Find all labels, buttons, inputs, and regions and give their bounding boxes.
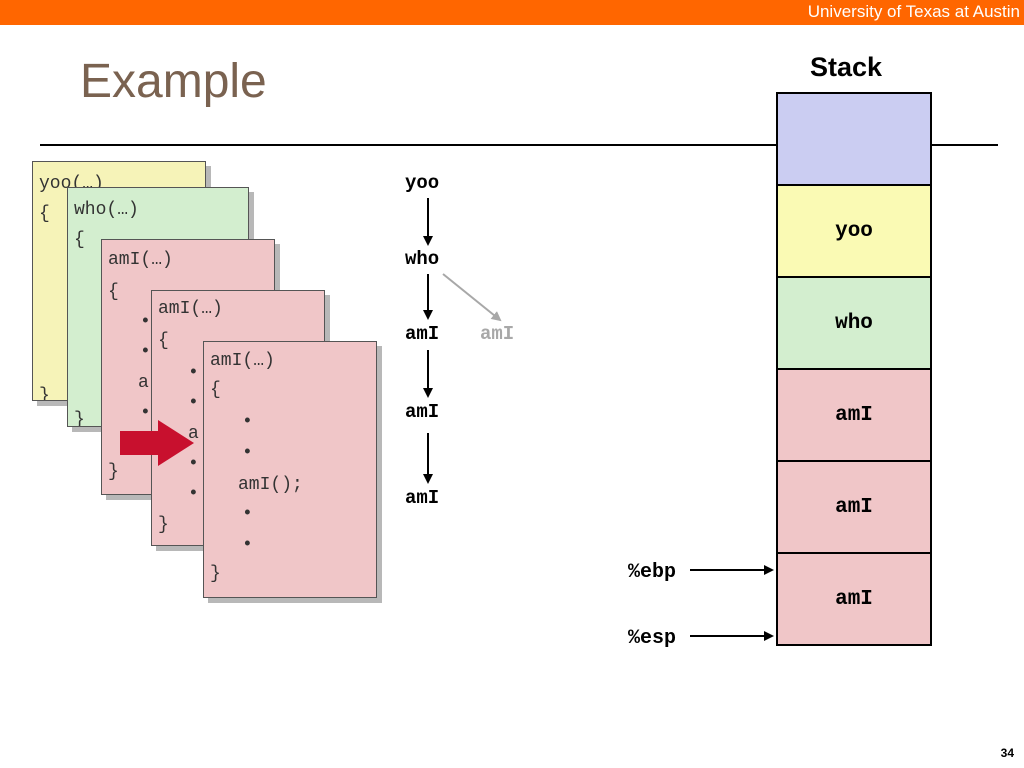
frame-ami-3: amI(…) { • • amI(); • • } xyxy=(203,341,377,598)
frame-close-brace: } xyxy=(39,386,50,401)
frame-close-brace: } xyxy=(74,410,85,427)
frame-bullet: • xyxy=(188,363,199,383)
frame-bullet: • xyxy=(140,342,151,362)
frame-open-brace: { xyxy=(210,380,221,400)
frame-bullet: • xyxy=(140,403,151,423)
stack-cell: amI xyxy=(776,552,932,646)
frame-signature: amI(…) xyxy=(108,250,173,270)
frame-bullet: • xyxy=(242,504,253,524)
frame-bullet: • xyxy=(242,412,253,432)
frame-call: a xyxy=(138,373,149,393)
stack-cell: amI xyxy=(776,368,932,462)
frame-call: amI(); xyxy=(238,475,303,495)
esp-register-label: %esp xyxy=(628,627,677,650)
trace-yoo: yoo xyxy=(405,172,440,194)
red-arrow-icon xyxy=(120,420,194,466)
trace-ami-returned: amI xyxy=(480,323,515,345)
trace-who: who xyxy=(405,248,440,270)
frame-close-brace: } xyxy=(210,564,221,584)
frame-open-brace: { xyxy=(74,230,85,250)
frame-bullet: • xyxy=(242,443,253,463)
frame-open-brace: { xyxy=(39,204,50,224)
ebp-register-label: %ebp xyxy=(628,561,677,584)
title-divider xyxy=(40,144,998,146)
trace-ami-1: amI xyxy=(405,323,440,345)
stack-cell: yoo xyxy=(776,184,932,278)
frame-bullet: • xyxy=(188,454,199,474)
stack-cell: amI xyxy=(776,460,932,554)
frame-signature: amI(…) xyxy=(158,299,223,319)
header-bar: University of Texas at Austin xyxy=(0,0,1024,25)
frame-open-brace: { xyxy=(108,282,119,302)
frame-close-brace: } xyxy=(108,462,119,482)
frame-call: a xyxy=(188,424,199,444)
frame-open-brace: { xyxy=(158,331,169,351)
university-name: University of Texas at Austin xyxy=(807,2,1020,21)
frame-signature: amI(…) xyxy=(210,351,275,371)
trace-ami-3: amI xyxy=(405,487,440,509)
stack-title: Stack xyxy=(810,52,883,82)
frame-signature: who(…) xyxy=(74,200,139,220)
frame-bullet: • xyxy=(242,535,253,555)
frame-close-brace: } xyxy=(158,515,169,535)
trace-arrow-who-ami-returned xyxy=(442,273,502,322)
slide-title: Example xyxy=(80,55,267,108)
frame-bullet: • xyxy=(188,393,199,413)
trace-ami-2: amI xyxy=(405,401,440,423)
frame-bullet: • xyxy=(140,312,151,332)
page-number: 34 xyxy=(1000,746,1014,760)
frame-bullet: • xyxy=(188,484,199,504)
